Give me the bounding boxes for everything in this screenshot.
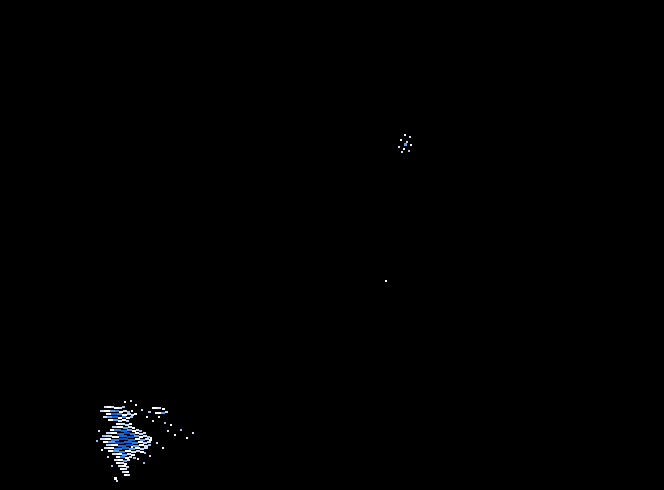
radar-echo-canvas	[0, 0, 664, 490]
radar-display-viewport: Radar Reflectivity Display Dark-field ra…	[0, 0, 664, 490]
